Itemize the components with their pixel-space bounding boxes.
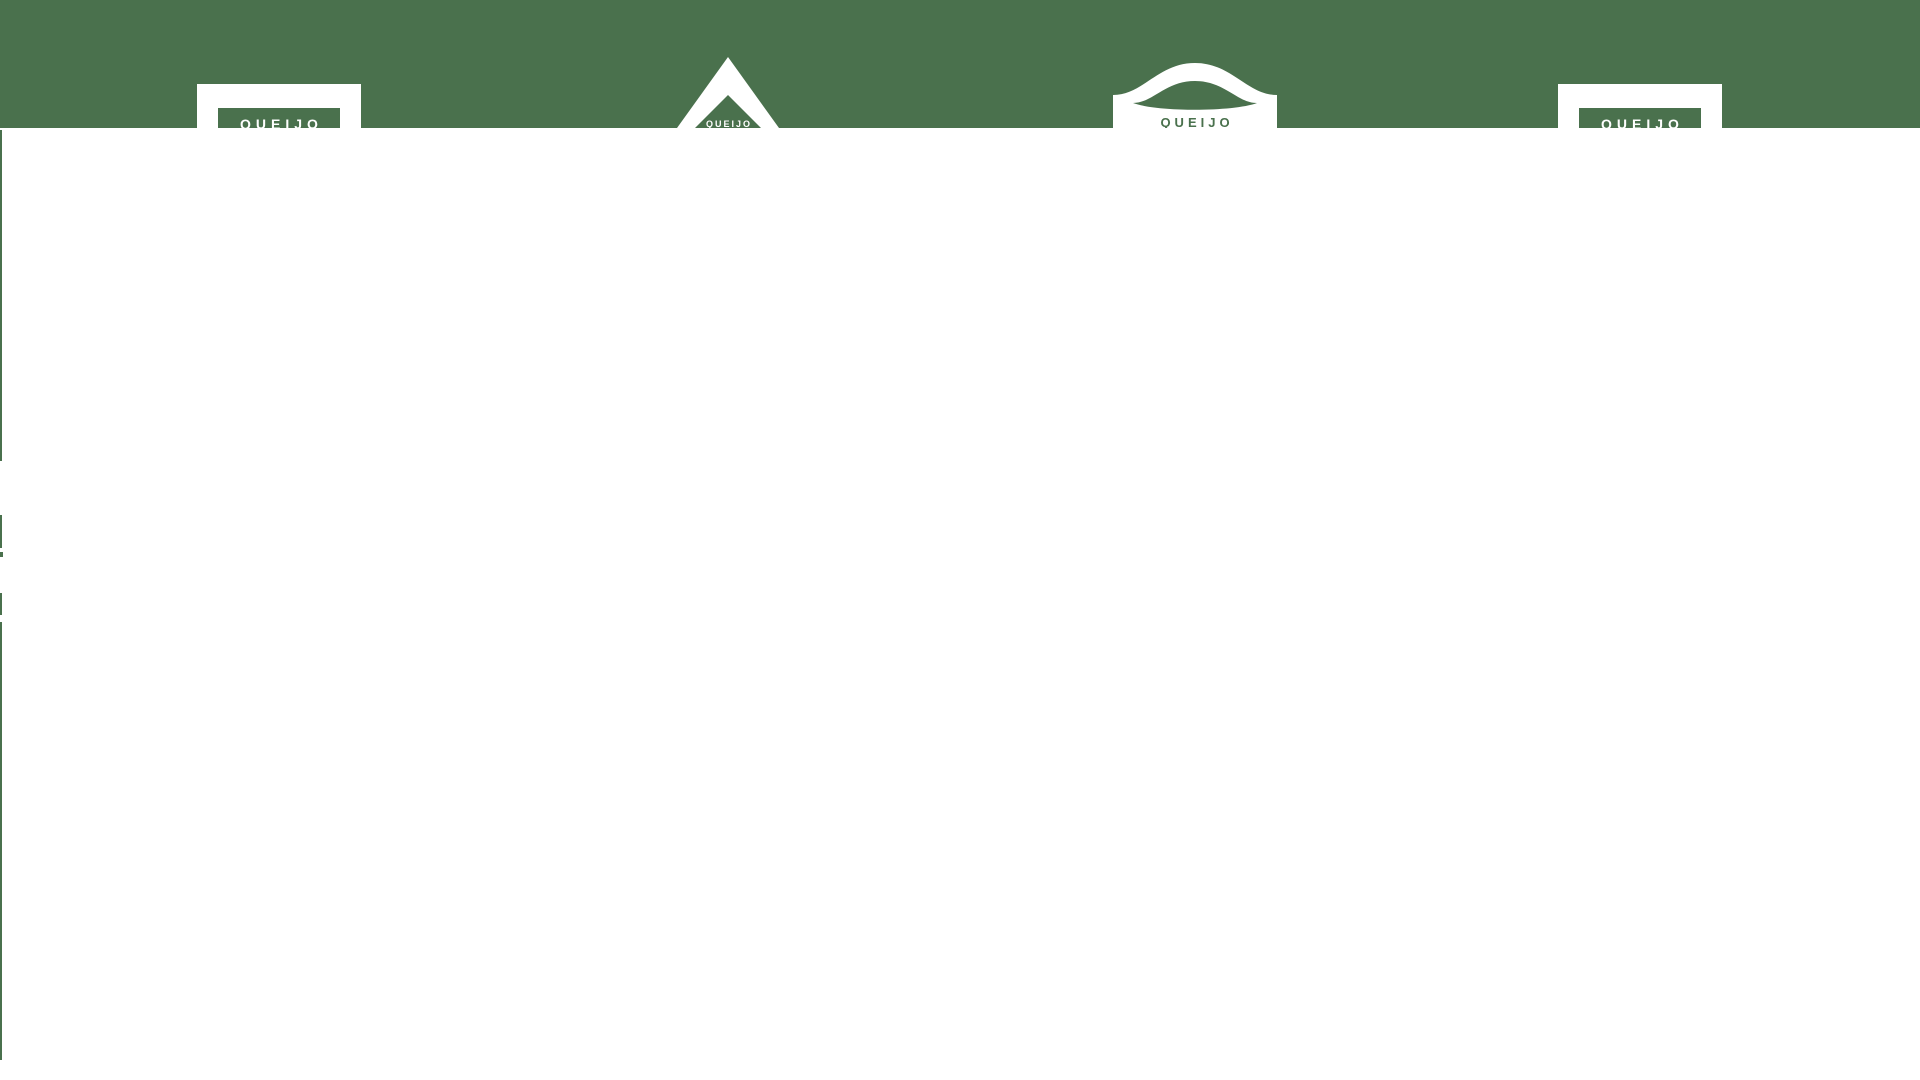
page-content xyxy=(0,128,1920,1080)
cheese-label-rect-1-text: QUEIJO xyxy=(240,116,323,128)
site-header: QUEIJO QUEIJO QUEIJO QUEIJO xyxy=(0,0,1920,128)
cheese-label-triangle[interactable] xyxy=(628,57,828,128)
cheese-label-rect-2-text: QUEIJO xyxy=(1601,116,1684,128)
cheese-label-rect-2-inner: QUEIJO xyxy=(1579,108,1701,128)
cheese-label-triangle-text: QUEIJO xyxy=(705,119,752,129)
cheese-label-arch-text: QUEIJO xyxy=(1160,115,1234,128)
triangle-icon xyxy=(677,57,779,128)
cheese-label-rect-1[interactable]: QUEIJO xyxy=(197,84,361,128)
left-edge-fragment-4 xyxy=(0,593,2,615)
left-edge-fragment-2 xyxy=(0,515,2,548)
left-edge-fragment-5 xyxy=(0,622,2,1060)
left-edge-fragment-1 xyxy=(0,130,2,461)
cheese-label-rect-2[interactable]: QUEIJO xyxy=(1558,84,1722,128)
arch-icon xyxy=(1113,63,1277,128)
cheese-label-arch[interactable] xyxy=(1113,63,1277,128)
left-edge-fragment-3 xyxy=(0,552,3,557)
cheese-label-rect-1-inner: QUEIJO xyxy=(218,108,340,128)
